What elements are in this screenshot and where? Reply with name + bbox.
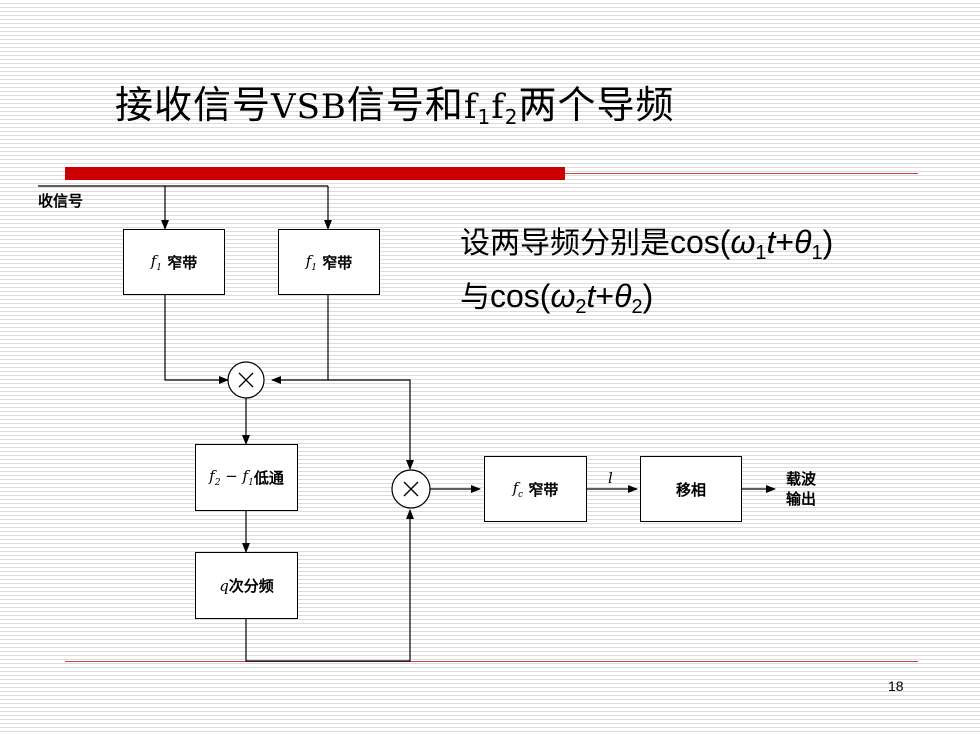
f2-to-mixer-arrow — [271, 295, 329, 384]
note-formula-1: cos(ω1t+θ1) — [670, 224, 834, 264]
f2-to-mixer2-arrow — [328, 379, 414, 470]
title-vsb: VSB — [271, 87, 347, 127]
title-f2: f — [491, 87, 505, 127]
lowpass-label: 低通 — [253, 469, 284, 487]
footer-rule — [65, 661, 918, 662]
signal-l-label: l — [608, 469, 613, 487]
page-title: 接收信号VSB信号和f1f2两个导频 — [115, 74, 675, 129]
note-text-2: 与 — [460, 280, 490, 315]
title-accent-bar — [65, 167, 565, 180]
input-signal-label: 收信号 — [38, 192, 84, 210]
page-number: 18 — [888, 678, 904, 694]
title-sub1: 1 — [477, 105, 492, 129]
fc-narrowband-filter: fc 窄带 — [484, 456, 587, 522]
mixer-1 — [227, 361, 265, 399]
phase-shifter: 移相 — [640, 456, 742, 522]
mixer-2 — [391, 469, 431, 509]
title-text-3: 两个导频 — [518, 83, 675, 127]
title-sub2: 2 — [504, 105, 519, 129]
note-text-1: 设两导频分别是 — [460, 226, 670, 261]
divider-label: 次分频 — [228, 577, 274, 595]
f1-to-mixer-arrow — [164, 295, 229, 384]
note-formula-2: cos(ω2t+θ2) — [490, 278, 654, 318]
phase-shifter-label: 移相 — [675, 480, 706, 499]
f1-filter-label: 窄带 — [167, 253, 198, 272]
title-rule — [565, 173, 918, 174]
f1-narrowband-filter: f1 窄带 — [123, 229, 225, 295]
f2-narrowband-filter: f1 窄带 — [278, 229, 380, 295]
fc-filter-label: 窄带 — [528, 480, 559, 499]
f2-filter-label: 窄带 — [322, 253, 353, 272]
pilot-note-line-1: 设两导频分别是cos(ω1t+θ1) — [460, 218, 833, 265]
carrier-output-label: 载波 输出 — [786, 470, 817, 508]
title-text-1: 接收信号 — [115, 83, 272, 127]
divider-to-mixer2-arrow — [245, 509, 414, 662]
title-text-2: 信号和 — [346, 83, 464, 127]
title-f1: f — [463, 87, 478, 127]
pilot-note-line-2: 与cos(ω2t+θ2) — [460, 272, 653, 319]
